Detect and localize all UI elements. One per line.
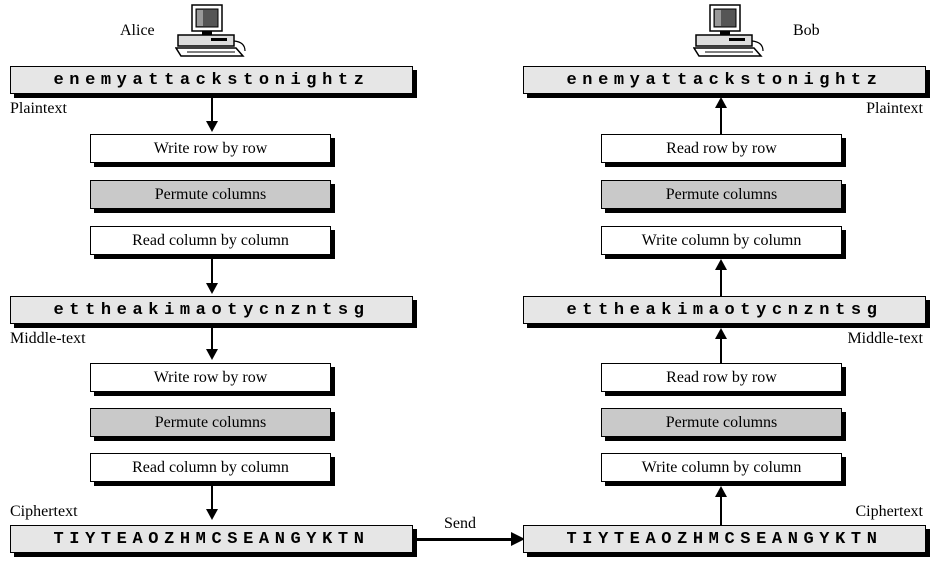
permute-columns-step: Permute columns [601, 180, 842, 209]
write-row-by-row-step: Write row by row [90, 363, 331, 392]
arrow-up [720, 107, 722, 134]
middletext-label: Middle-text [10, 330, 86, 347]
plaintext-box: enemyattackstonightz [523, 66, 926, 94]
ciphertext-label: Ciphertext [10, 503, 78, 520]
ciphertext-label: Ciphertext [855, 503, 923, 520]
write-column-by-column-step: Write column by column [601, 453, 842, 482]
read-column-by-column-step: Read column by column [90, 453, 331, 482]
send-label: Send [444, 515, 476, 532]
plaintext-label: Plaintext [10, 100, 67, 117]
read-column-by-column-step: Read column by column [90, 226, 331, 255]
desktop-computer-icon [175, 4, 246, 57]
send-arrow [417, 538, 513, 541]
middletext-box: ettheakimaotycnzntsg [10, 296, 413, 324]
arrow-down [211, 486, 213, 510]
arrow-up [720, 269, 722, 296]
arrow-down [211, 98, 213, 122]
permute-columns-step: Permute columns [90, 180, 331, 209]
permute-columns-step: Permute columns [601, 408, 842, 437]
arrow-down [211, 259, 213, 284]
arrow-down [211, 328, 213, 350]
plaintext-box: enemyattackstonightz [10, 66, 413, 94]
read-row-by-row-step: Read row by row [601, 134, 842, 163]
permute-columns-step: Permute columns [90, 408, 331, 437]
ciphertext-box: TIYTEAOZHMCSEANGYKTN [523, 525, 926, 553]
desktop-computer-icon [693, 4, 764, 57]
plaintext-label: Plaintext [866, 100, 923, 117]
middletext-box: ettheakimaotycnzntsg [523, 296, 926, 324]
alice-label: Alice [120, 22, 155, 39]
write-row-by-row-step: Write row by row [90, 134, 331, 163]
ciphertext-box: TIYTEAOZHMCSEANGYKTN [10, 525, 413, 553]
middletext-label: Middle-text [847, 330, 923, 347]
write-column-by-column-step: Write column by column [601, 226, 842, 255]
arrow-up [720, 496, 722, 525]
bob-label: Bob [793, 22, 820, 39]
arrow-up [720, 338, 722, 363]
read-row-by-row-step: Read row by row [601, 363, 842, 392]
